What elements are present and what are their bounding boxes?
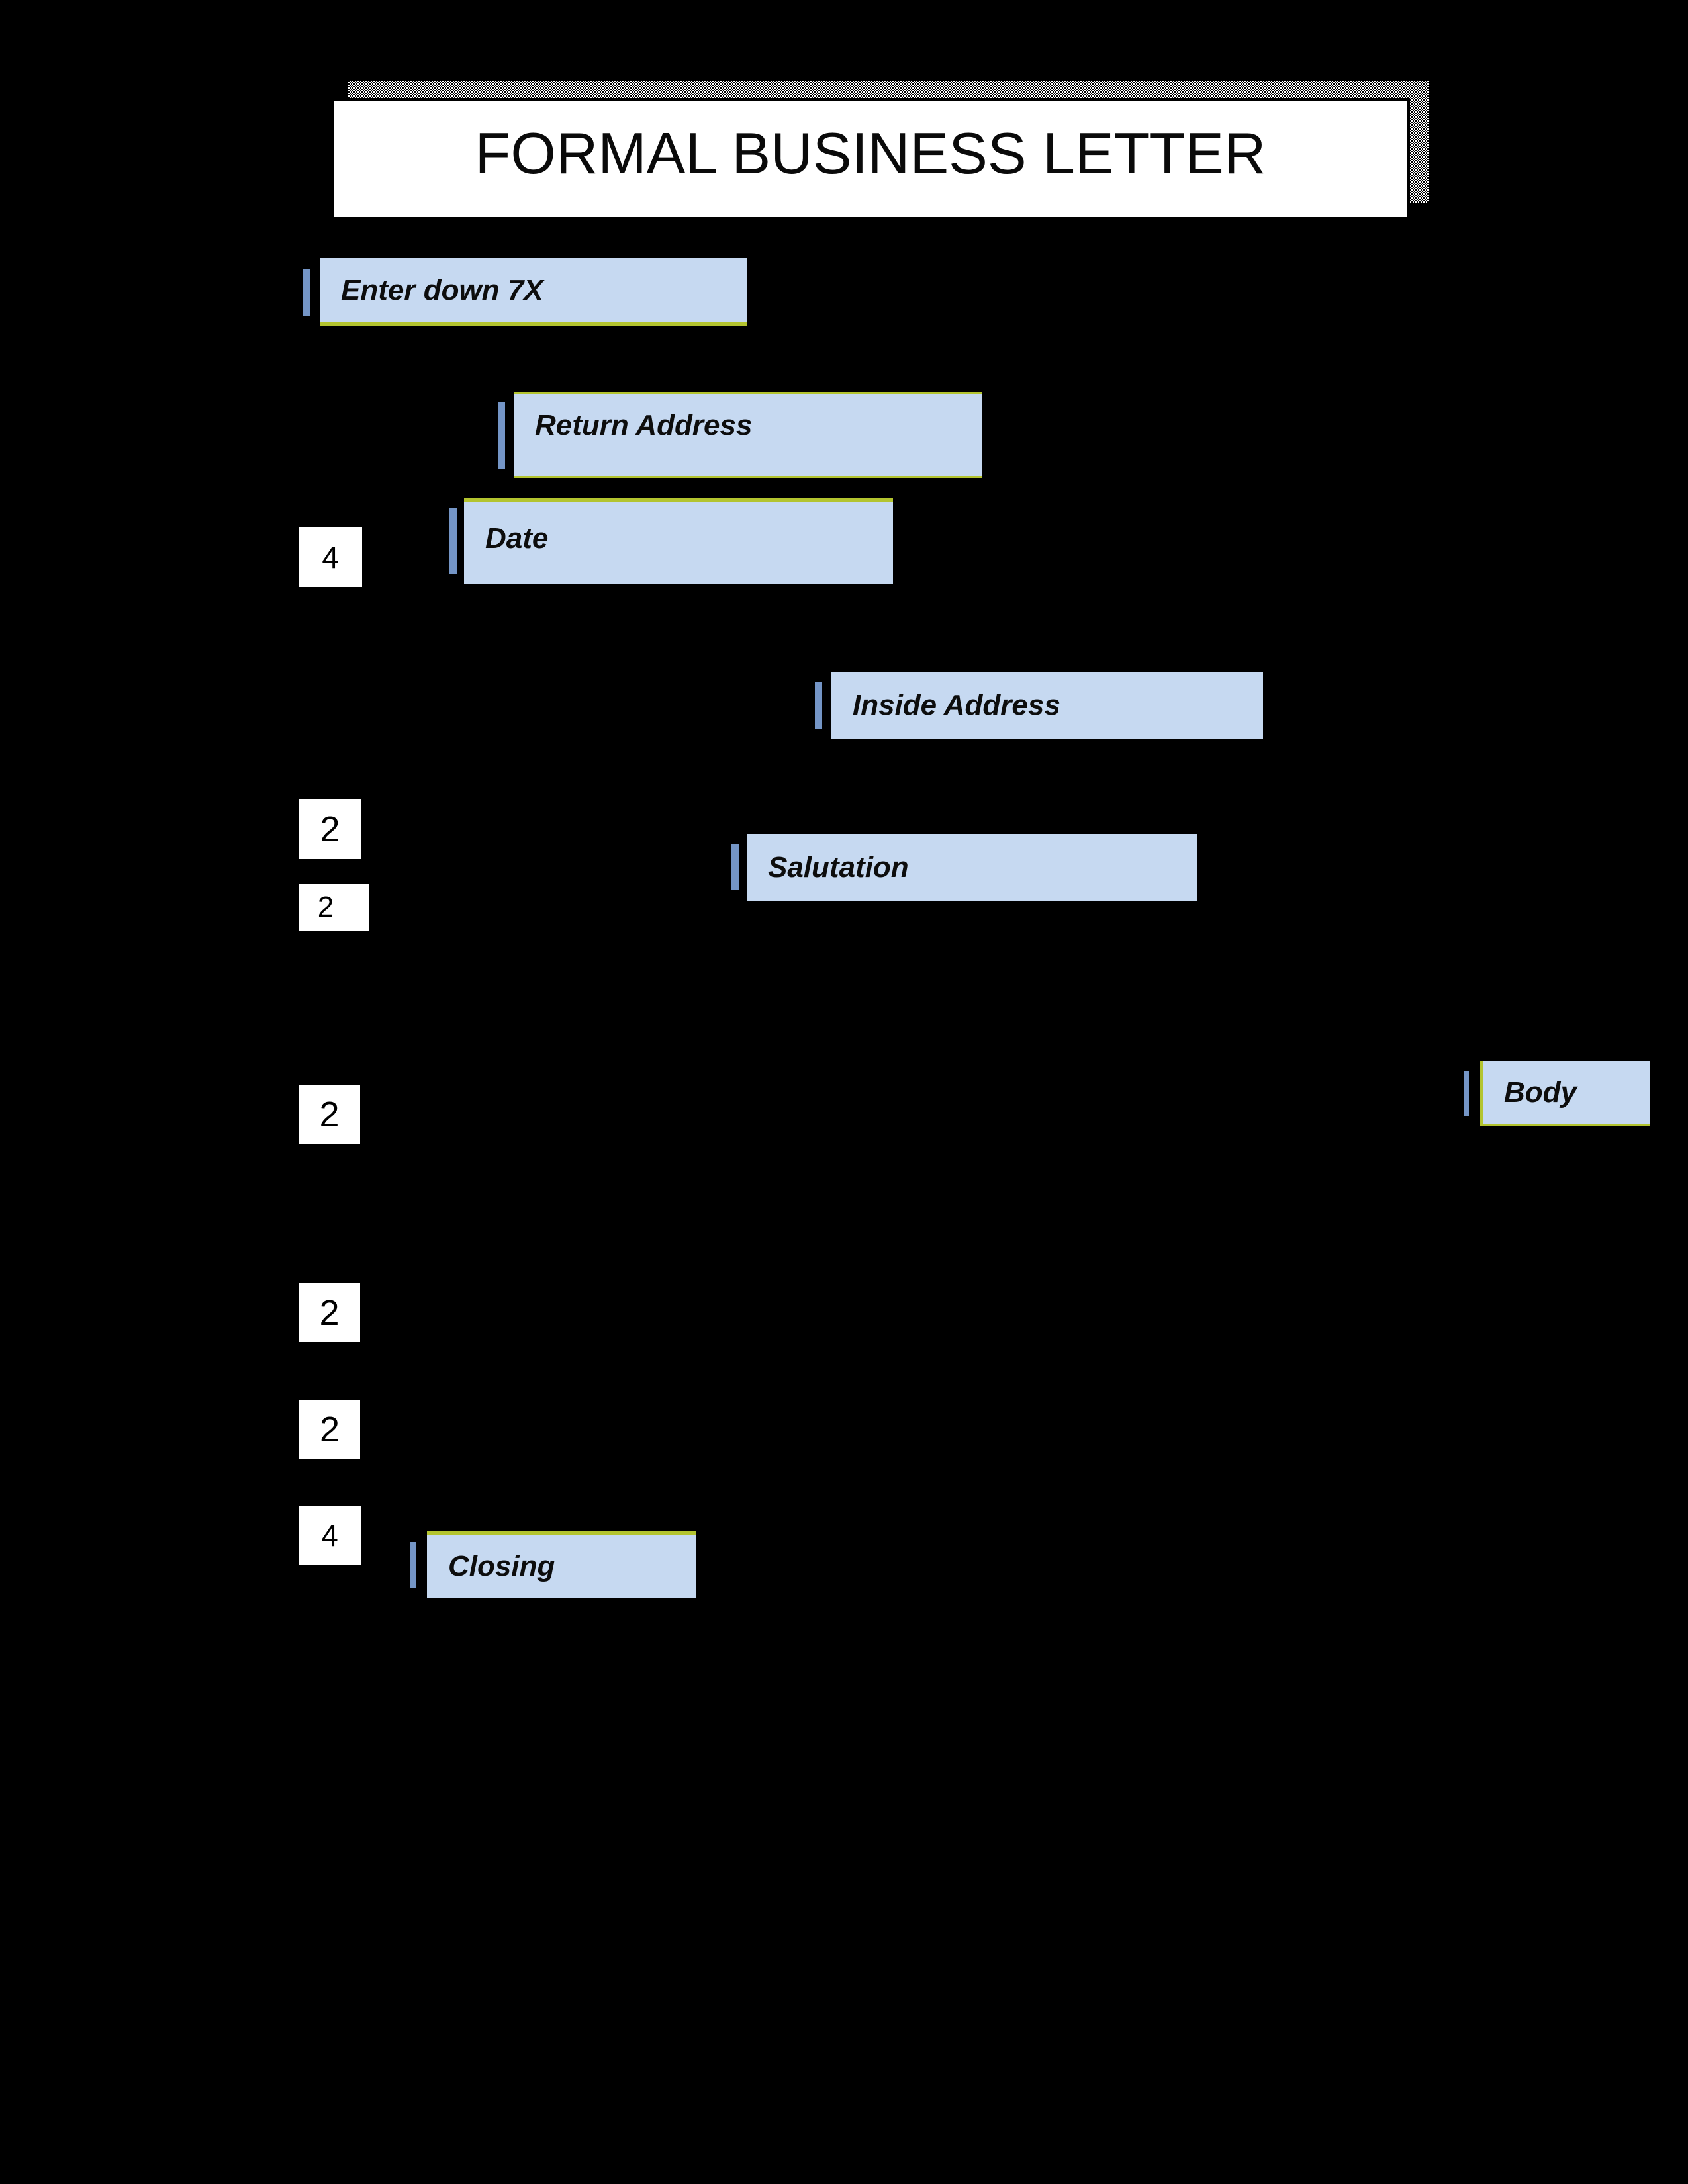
date-callout-bar bbox=[449, 508, 457, 574]
callout-inside-address: Inside Address bbox=[831, 672, 1263, 739]
callout-body-label: Body bbox=[1504, 1075, 1577, 1109]
callout-closing-label: Closing bbox=[448, 1550, 555, 1582]
spacing-marker-4: 2 bbox=[299, 1085, 360, 1144]
closing-callout-bar bbox=[410, 1542, 416, 1588]
callout-inside-address-label: Inside Address bbox=[853, 689, 1060, 721]
inside-address-callout-bar bbox=[815, 682, 822, 729]
spacing-marker-6: 2 bbox=[299, 1400, 360, 1459]
spacing-marker-1: 4 bbox=[299, 527, 362, 587]
salutation-callout-bar bbox=[731, 844, 739, 890]
spacing-marker-2: 2 bbox=[299, 799, 361, 859]
callout-enter-down-label: Enter down 7X bbox=[341, 273, 543, 306]
callout-closing: Closing bbox=[427, 1531, 696, 1598]
enter-callout-bar bbox=[303, 269, 310, 316]
callout-body: Body bbox=[1480, 1061, 1650, 1126]
callout-return-address-label: Return Address bbox=[535, 408, 753, 441]
return-address-callout-bar bbox=[498, 402, 505, 469]
spacing-marker-5: 2 bbox=[299, 1283, 360, 1342]
spacing-marker-3: 2 bbox=[299, 884, 369, 931]
title-box: FORMAL BUSINESS LETTER bbox=[331, 98, 1410, 220]
spacing-marker-7: 4 bbox=[299, 1506, 361, 1565]
callout-date: Date bbox=[464, 498, 893, 584]
callout-return-address: Return Address bbox=[514, 392, 982, 478]
callout-salutation: Salutation bbox=[747, 834, 1197, 901]
body-callout-bar bbox=[1464, 1071, 1469, 1116]
callout-date-label: Date bbox=[485, 522, 549, 555]
callout-salutation-label: Salutation bbox=[768, 851, 909, 884]
page-title: FORMAL BUSINESS LETTER bbox=[475, 120, 1266, 186]
callout-enter-down: Enter down 7X bbox=[320, 258, 747, 326]
